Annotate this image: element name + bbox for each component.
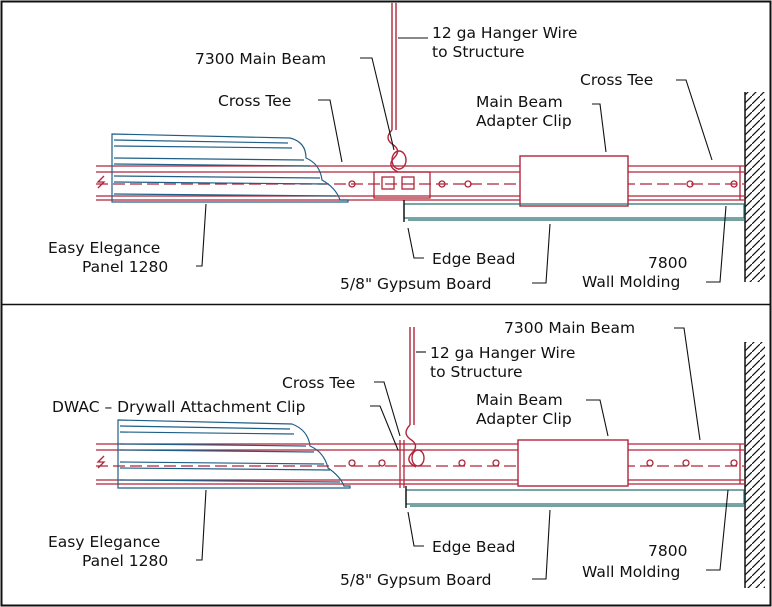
label-main-beam: 7300 Main Beam [195,50,326,68]
label-gypsum: 5/8" Gypsum Board [340,275,492,293]
labels-bottom: 7300 Main Beam 12 ga Hanger Wire to Stru… [48,319,687,589]
label-wall-molding-line2: Wall Molding [582,273,680,291]
label-panel-line1: Easy Elegance [48,239,160,257]
label-adapter-clip-line1: Main Beam [476,93,563,111]
tee-rail [96,165,745,201]
label-wall-molding-line1: 7800 [648,254,687,272]
label-edge-bead: Edge Bead [432,250,515,268]
label-hanger-wire-line1: 12 ga Hanger Wire [432,24,577,42]
label-hanger-wire-bottom-line1: 12 ga Hanger Wire [430,344,575,362]
label-adapter-clip-line2: Adapter Clip [476,112,572,130]
label-adapter-clip-bottom-line2: Adapter Clip [476,410,572,428]
label-wall-molding-bottom-line1: 7800 [648,542,687,560]
leaders-top [196,37,727,284]
adapter-clip-bottom [517,439,629,487]
tee-rail-bottom [96,440,745,488]
label-cross-tee-bottom: Cross Tee [282,374,355,392]
label-gypsum-bottom: 5/8" Gypsum Board [340,571,492,589]
panel-top [111,133,349,203]
label-panel-bottom-line2: Panel 1280 [82,552,168,570]
labels-top: 12 ga Hanger Wire to Structure 7300 Main… [48,24,687,293]
label-panel-line2: Panel 1280 [82,258,168,276]
label-panel-bottom-line1: Easy Elegance [48,533,160,551]
wall-hatch [745,92,765,282]
gypsum-board-bottom [405,489,745,507]
label-wall-molding-bottom-line2: Wall Molding [582,563,680,581]
label-main-beam-bottom: 7300 Main Beam [504,319,635,337]
bottom-detail: 7300 Main Beam 12 ga Hanger Wire to Stru… [48,319,765,589]
hanger-wire-bottom [405,327,425,468]
label-hanger-wire-bottom-line2: to Structure [430,363,523,381]
hanger-wire [387,3,407,173]
panel-bottom [117,419,351,489]
label-edge-bead-bottom: Edge Bead [432,538,515,556]
label-hanger-wire-line2: to Structure [432,43,525,61]
label-cross-tee-right: Cross Tee [580,71,653,89]
top-detail: 12 ga Hanger Wire to Structure 7300 Main… [48,3,765,293]
label-cross-tee-left: Cross Tee [218,92,291,110]
main-beam-clip [373,171,431,199]
label-adapter-clip-bottom-line1: Main Beam [476,391,563,409]
wall-hatch-bottom [745,342,765,588]
label-dwac: DWAC – Drywall Attachment Clip [52,398,305,416]
adapter-clip-top [519,155,629,207]
leaders-bottom [196,327,729,580]
